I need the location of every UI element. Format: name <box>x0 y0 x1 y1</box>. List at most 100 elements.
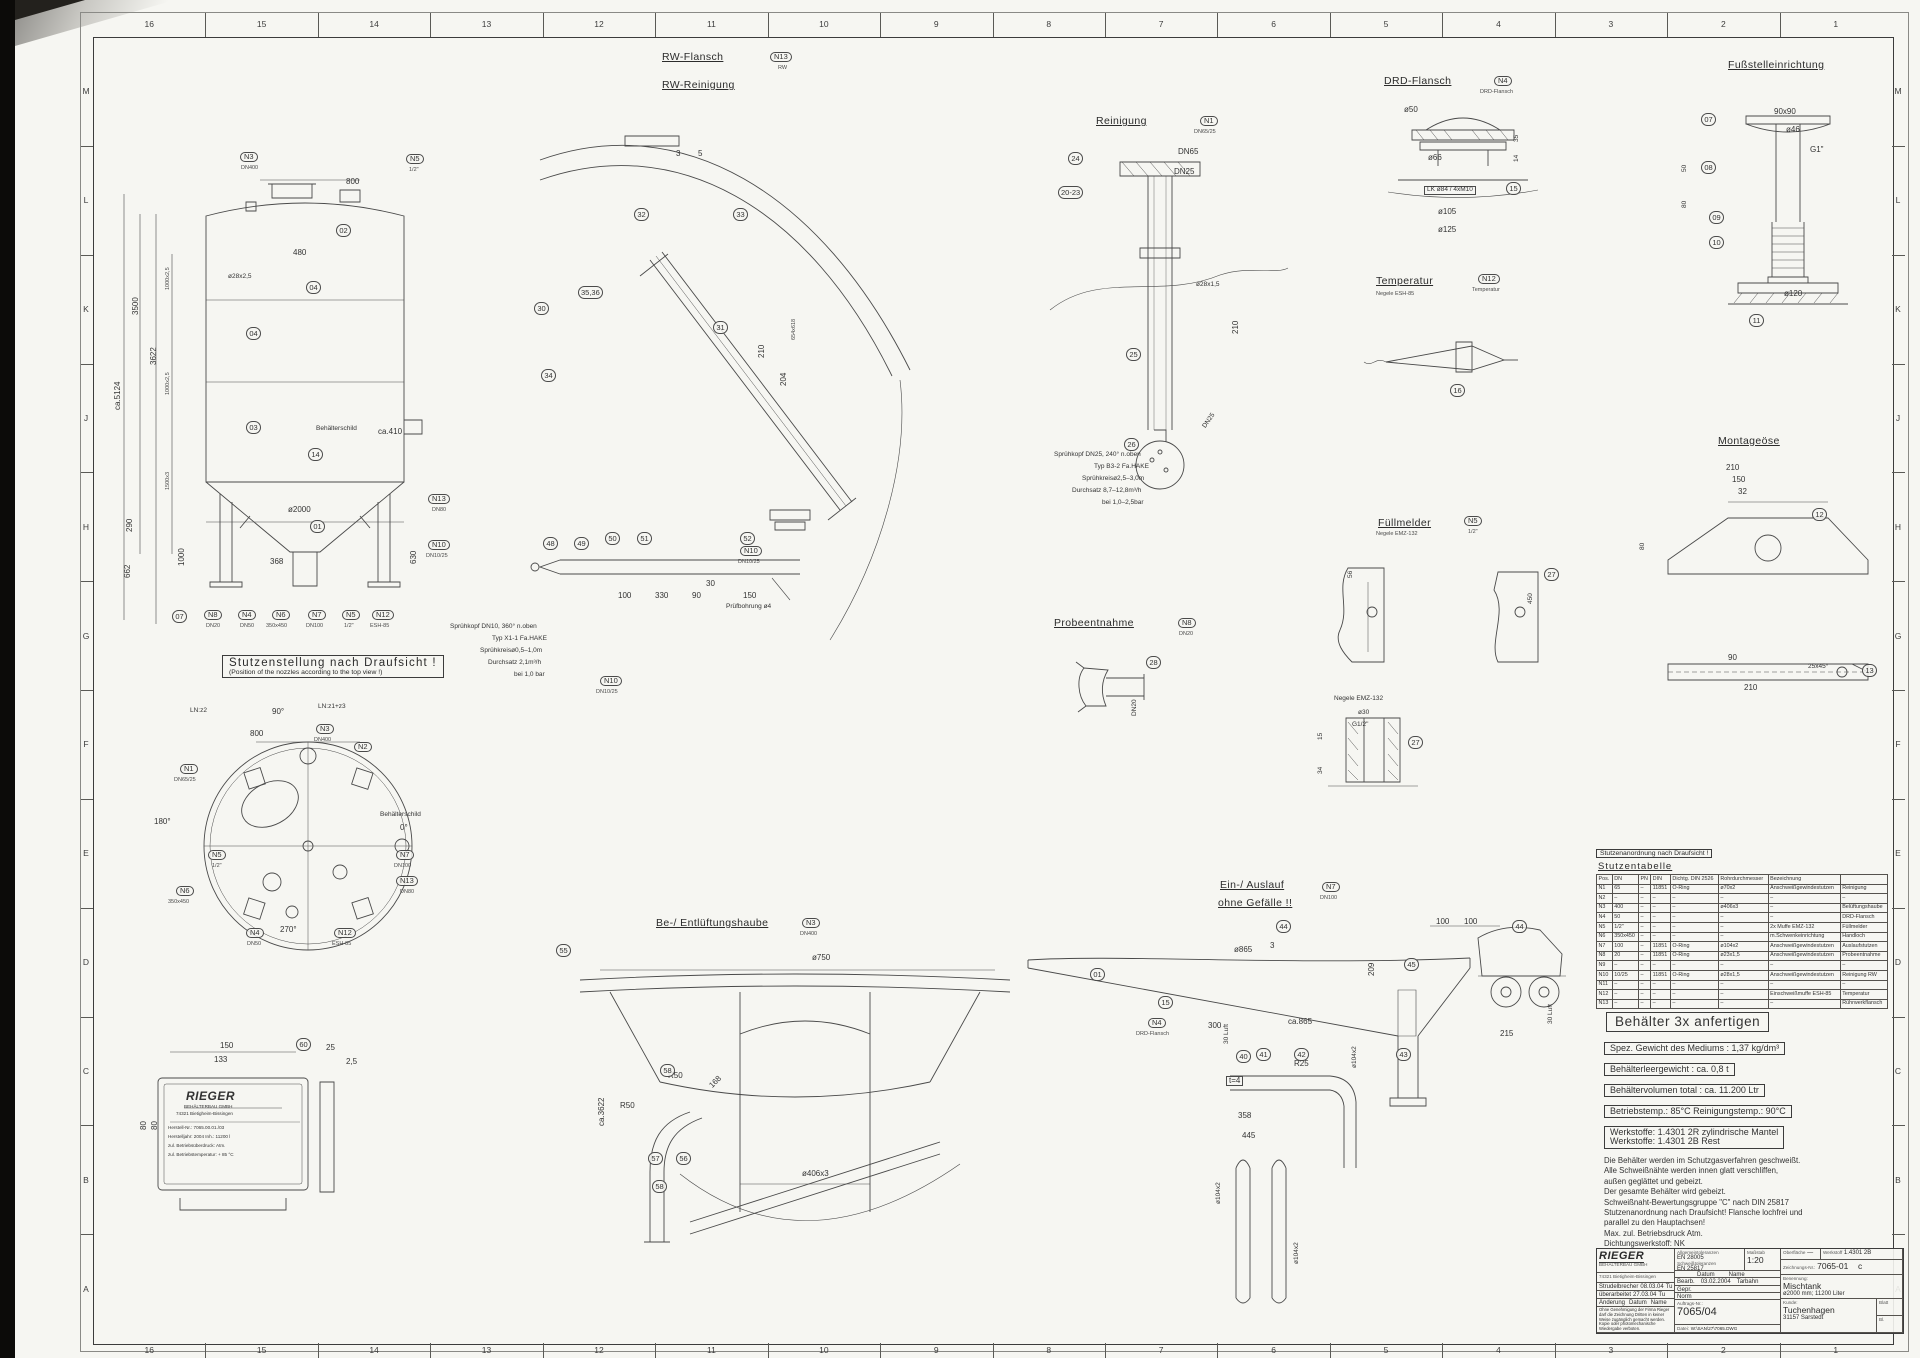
view-heading: Montageöse <box>1718 435 1780 447</box>
grid-ref-label: H <box>1894 521 1902 532</box>
dim-label: 215 <box>1500 1029 1514 1038</box>
table-cell: N13 <box>1596 998 1613 1010</box>
grid-ref-label: 1 <box>1833 1345 1839 1355</box>
table-cell: – <box>1839 893 1889 904</box>
material-label: Werkstoff <box>1823 1250 1843 1255</box>
grid-ref-label: D <box>82 957 90 968</box>
dim-label: 1500x3 <box>165 471 171 490</box>
customer-city: 31157 Sarstedt <box>1783 1315 1824 1321</box>
table-cell: O-Ring <box>1669 950 1719 962</box>
table-cell: Reinigung RW <box>1839 969 1889 981</box>
grid-tick <box>1329 13 1331 37</box>
part-callout: 27 <box>1544 568 1559 581</box>
grid-tick <box>1892 581 1905 583</box>
table-cell: – <box>1650 960 1671 971</box>
view-heading: Probeentnahme <box>1054 617 1134 629</box>
inlet-outlet-art <box>1000 868 1580 1338</box>
designation-name: Mischtank <box>1783 1281 1822 1291</box>
grid-tick <box>880 13 882 37</box>
part-callout: 58 <box>660 1064 675 1077</box>
table-cell: – <box>1637 893 1652 904</box>
table-cell: – <box>1669 931 1719 943</box>
dim-label: DN20 <box>1179 631 1194 637</box>
table-cell: – <box>1717 893 1769 904</box>
paper <box>15 0 1920 1358</box>
grid-ref-label: 5 <box>1383 19 1389 29</box>
order-label: Auftrags-Nr.: <box>1677 1301 1703 1306</box>
table-cell: – <box>1637 979 1652 991</box>
grid-ref-label: E <box>1895 848 1901 859</box>
dim-label: DN10/25 <box>596 689 618 695</box>
table-cell: – <box>1717 960 1769 971</box>
dim-label: 90 <box>692 591 701 600</box>
grid-tick <box>81 363 93 365</box>
dim-label: DN100 <box>1320 895 1338 901</box>
table-cell: 350x450 <box>1611 931 1639 943</box>
part-callout: 30 <box>534 302 549 315</box>
nozzle-tag: N1 <box>1200 116 1218 126</box>
table-cell: 11851 <box>1650 950 1671 962</box>
nozzle-tag: N1 <box>180 764 198 774</box>
dim-label: Sprühkreisø2,5–3,0m <box>1082 475 1145 482</box>
dim-label: bei 1,0 bar <box>514 671 545 678</box>
grid-tick <box>430 13 432 37</box>
dim-label: 100 <box>1464 917 1478 926</box>
table-cell: – <box>1839 979 1889 991</box>
grid-tick <box>81 145 93 147</box>
dim-label: Durchsatz 2,1m³/h <box>488 659 542 666</box>
table-cell: O-Ring <box>1669 941 1719 952</box>
table-cell: – <box>1637 950 1652 962</box>
dim-label: 150 <box>220 1041 234 1050</box>
grid-tick <box>655 13 657 37</box>
dim-label: Herstelljahr: 2004 Inh.: 11200 l <box>168 1134 231 1139</box>
table-cell: – <box>1669 989 1719 1000</box>
nozzle-table-section: Stutzenanordnung nach Draufsicht ! Stutz… <box>1596 842 1896 1010</box>
part-callout: 26 <box>1124 438 1139 451</box>
customer-field: Kunde: Tuchenhagen 31157 Sarstedt <box>1781 1299 1877 1333</box>
dim-label: zul. Betriebsüberdruck: Atm. <box>168 1143 226 1148</box>
dim-label: ø104x2 <box>1351 1046 1358 1068</box>
dim-label: DN50 <box>247 941 262 947</box>
dim-label: 1/2" <box>409 167 419 173</box>
grid-ref-label: 13 <box>481 19 492 29</box>
table-header: Dichtg. DIN 2526 <box>1669 874 1719 885</box>
view-heading: DRD-Flansch <box>1384 75 1452 87</box>
table-cell: ø70x2 <box>1717 883 1769 895</box>
revh-text: Änderung <box>1599 1300 1626 1306</box>
part-callout: 04 <box>246 327 261 340</box>
material-value: 1.4301 2B <box>1843 1250 1872 1256</box>
part-callout: 34 <box>541 369 556 382</box>
revision-row-2: überarbeitet 27.03.04 Tu <box>1597 1291 1675 1299</box>
dim-label: DRD-Flansch <box>1136 1031 1170 1037</box>
tol2-label: Schweißtoleranzen <box>1677 1261 1717 1266</box>
dim-label: ø750 <box>812 953 831 962</box>
dim-label: RW <box>778 65 788 71</box>
dim-label: 2,5 <box>346 1057 358 1066</box>
table-cell: – <box>1650 998 1671 1010</box>
part-callout: 58 <box>652 1180 667 1193</box>
table-cell: Temperatur <box>1839 989 1889 1000</box>
dim-label: 15 <box>1317 732 1324 740</box>
table-cell: Anschweißgewindestutzen <box>1767 941 1841 952</box>
dim-label: 90 <box>1728 653 1737 662</box>
grid-tick <box>430 1343 432 1358</box>
scale-value: 1:20 <box>1747 1255 1764 1265</box>
grid-ref-label: 2 <box>1720 19 1726 29</box>
grid-ref-label: G <box>82 630 90 641</box>
dim-label: ø28x1,5 <box>1196 281 1220 288</box>
part-callout: 42 <box>1294 1048 1309 1061</box>
tol1-value: EN 28005 <box>1677 1255 1704 1261</box>
grid-tick <box>1892 254 1905 256</box>
grid-tick <box>1104 1343 1106 1358</box>
table-cell: – <box>1611 893 1639 904</box>
dim-label: 358 <box>1238 1111 1252 1120</box>
dim-label: DN20 <box>1131 699 1138 716</box>
dim-label: 450 <box>1527 593 1534 604</box>
dim-label: Behälterleergewicht : ca. 0,8 t <box>1604 1063 1735 1077</box>
rw-detail-art <box>440 40 1040 830</box>
grid-tick <box>1892 472 1905 474</box>
dim-label: zul. Betriebstemperatur: + 85 °C <box>168 1152 234 1157</box>
part-callout: 52 <box>740 532 755 545</box>
grid-tick <box>880 1343 882 1358</box>
